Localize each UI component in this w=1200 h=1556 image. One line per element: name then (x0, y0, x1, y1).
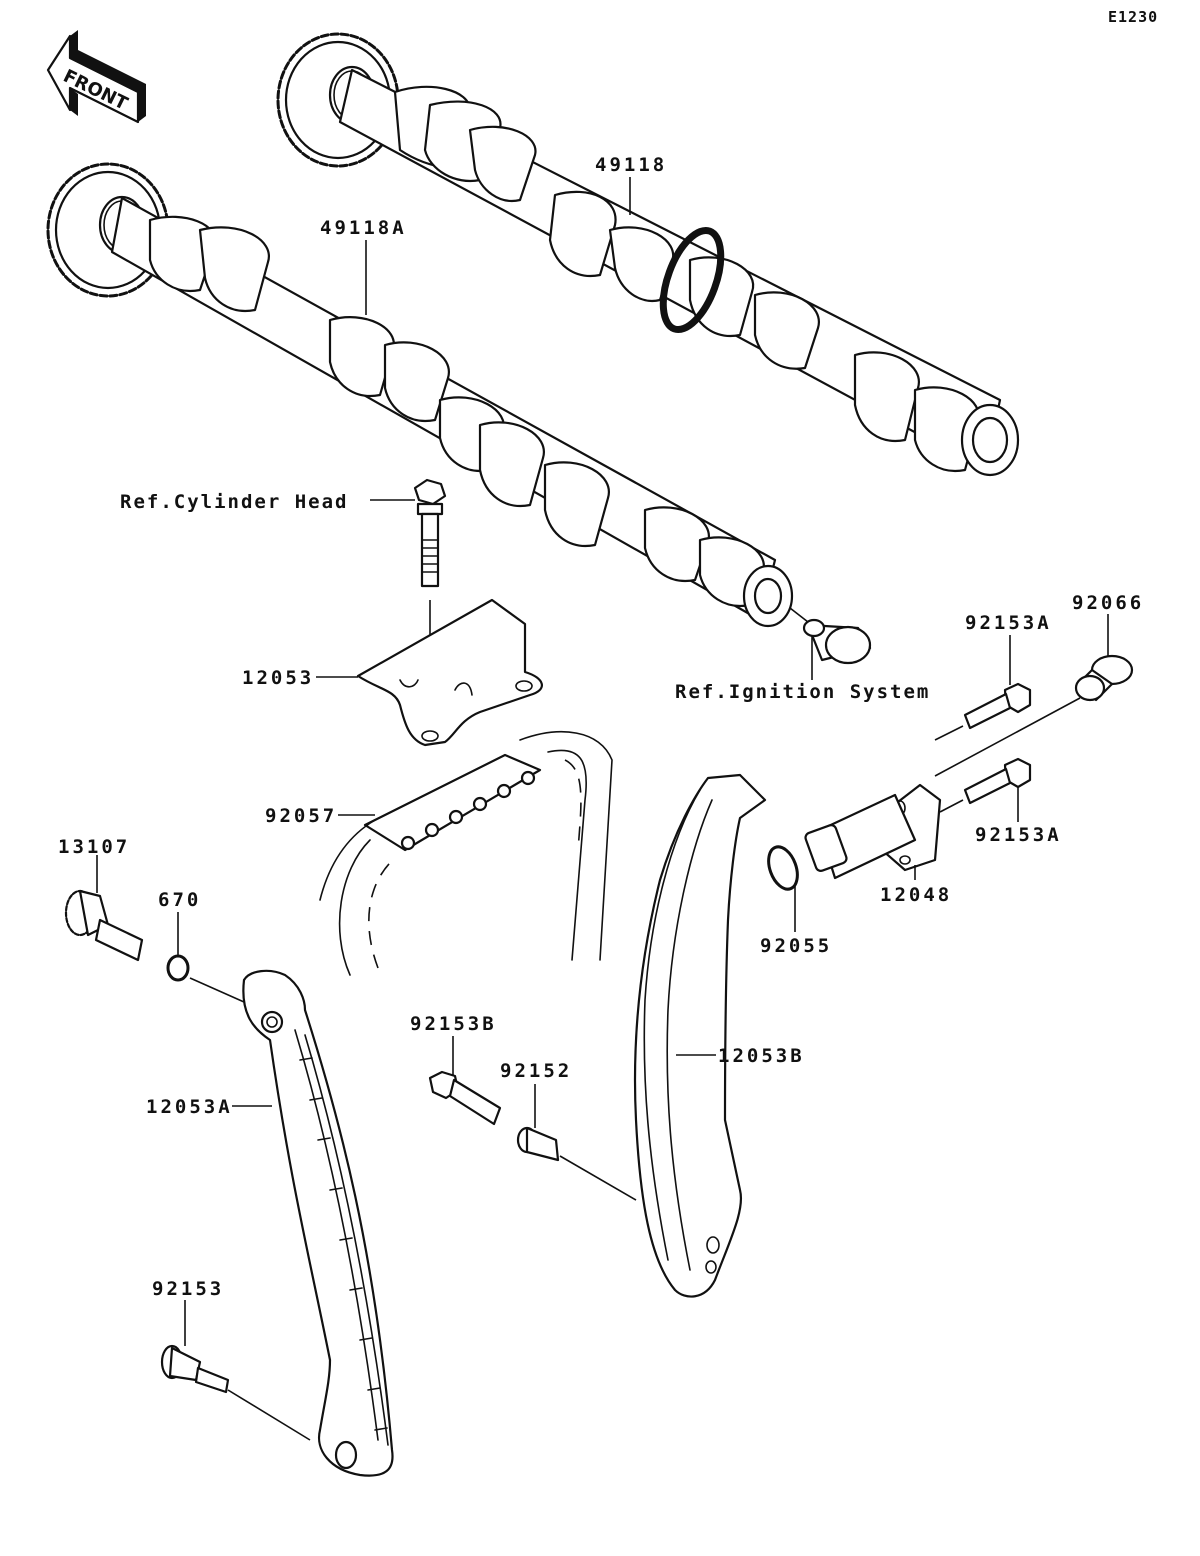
svg-text:670: 670 (158, 889, 201, 911)
camshaft-49118A[interactable] (46, 162, 794, 628)
svg-text:13107: 13107 (58, 836, 130, 858)
svg-text:92153A: 92153A (975, 824, 1062, 846)
svg-text:92057: 92057 (265, 805, 337, 827)
bolt-92153B[interactable] (428, 1036, 502, 1126)
label-12053B: 12053B (676, 1045, 805, 1067)
ref-ignition-system: Ref.Ignition System (675, 636, 930, 703)
svg-text:49118A: 49118A (320, 217, 407, 239)
camshaft-49118[interactable] (276, 32, 1020, 477)
svg-text:92153: 92153 (152, 1278, 224, 1300)
label-92057: 92057 (265, 805, 375, 827)
svg-text:92055: 92055 (760, 935, 832, 957)
svg-text:Ref.Ignition System: Ref.Ignition System (675, 681, 930, 703)
label-670: 670 (158, 889, 201, 911)
chain-guide-12053B[interactable] (633, 773, 767, 1298)
label-92153: 92153 (152, 1278, 224, 1300)
svg-text:92153A: 92153A (965, 612, 1052, 634)
svg-text:12053B: 12053B (718, 1045, 805, 1067)
chain-guide-12053A[interactable] (242, 969, 394, 1477)
o-ring-670[interactable] (166, 912, 245, 1003)
chain-guide-12053[interactable] (356, 598, 543, 747)
bolt-92153[interactable] (160, 1300, 311, 1441)
label-92153A-lower: 92153A (975, 824, 1062, 846)
svg-text:92153B: 92153B (410, 1013, 497, 1035)
label-49118: 49118 (595, 154, 667, 215)
label-13107: 13107 (58, 836, 130, 858)
label-12053A: 12053A (146, 1096, 272, 1118)
svg-text:Ref.Cylinder Head: Ref.Cylinder Head (120, 491, 348, 513)
svg-text:49118: 49118 (595, 154, 667, 176)
collar-92152[interactable] (516, 1084, 637, 1201)
svg-text:12053A: 12053A (146, 1096, 233, 1118)
o-ring-92055[interactable] (763, 843, 802, 932)
svg-text:92152: 92152 (500, 1060, 572, 1082)
bolt-92153A-upper[interactable] (934, 635, 1032, 741)
label-12048: 12048 (880, 884, 952, 906)
pivot-pin-13107[interactable] (64, 855, 144, 962)
cam-chain-92057[interactable] (319, 731, 613, 976)
svg-text:12048: 12048 (880, 884, 952, 906)
ref-cylinder-head: Ref.Cylinder Head (120, 491, 415, 513)
plug-92066[interactable] (934, 614, 1134, 777)
label-92152: 92152 (500, 1060, 572, 1082)
label-12053: 12053 (242, 667, 358, 689)
tensioner-12048[interactable] (804, 783, 942, 880)
cylinder-head-bolt (413, 478, 447, 740)
svg-text:92066: 92066 (1072, 592, 1144, 614)
label-92153B: 92153B (410, 1013, 497, 1035)
label-92055: 92055 (760, 935, 832, 957)
label-92066: 92066 (1072, 592, 1144, 614)
diagram-code: E1230 (1108, 8, 1158, 26)
label-49118A: 49118A (320, 217, 407, 315)
svg-text:12053: 12053 (242, 667, 314, 689)
front-arrow-icon: FRONT (46, 30, 146, 124)
ignition-rotor-ref (789, 607, 872, 665)
label-92153A-upper: 92153A (965, 612, 1052, 634)
bolt-92153A-lower[interactable] (939, 757, 1032, 822)
